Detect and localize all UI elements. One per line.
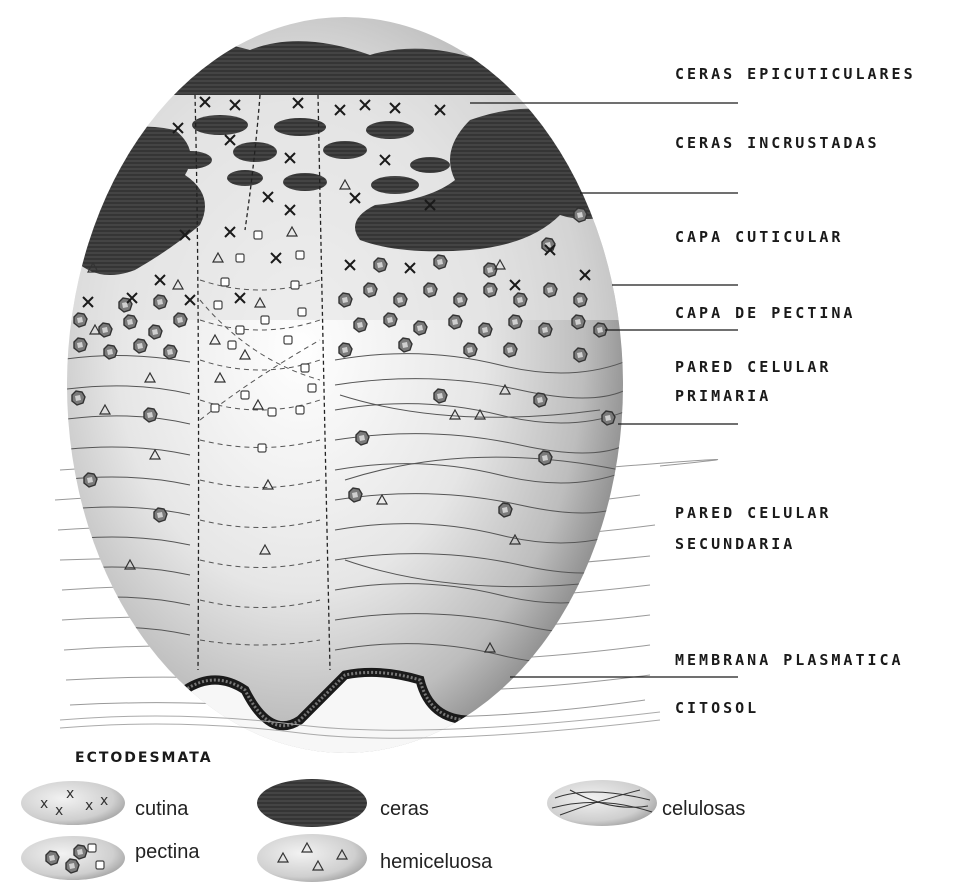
- legend-cutina: xxx xx cutina: [21, 781, 189, 825]
- svg-text:x: x: [85, 798, 93, 814]
- svg-text:x: x: [55, 803, 63, 819]
- legend-ceras-label: ceras: [380, 798, 429, 820]
- legend-pectina: pectina: [21, 836, 200, 880]
- label-membrana-plasmatica: MEMBRANA PLASMATICA: [675, 651, 904, 669]
- label-pared-primaria-line2: PRIMARIA: [675, 387, 771, 405]
- label-ceras-incrustadas: CERAS INCRUSTADAS: [675, 134, 880, 152]
- label-pared-primaria-line1: PARED CELULAR: [675, 358, 831, 376]
- legend-cutina-label: cutina: [135, 798, 189, 820]
- label-pared-secundaria-line1: PARED CELULAR: [675, 504, 831, 522]
- legend-ceras-swatch: [257, 779, 367, 827]
- label-citosol: CITOSOL: [675, 699, 759, 717]
- label-ceras-epicuticulares: CERAS EPICUTICULARES: [675, 65, 916, 83]
- label-capa-cuticular: CAPA CUTICULAR: [675, 228, 843, 246]
- svg-text:x: x: [66, 786, 74, 802]
- legend-celulosas: celulosas: [547, 780, 745, 826]
- legend-hemiceluosa-label: hemiceluosa: [380, 851, 493, 873]
- legend: xxx xx cutina ceras celulosas pectina: [21, 779, 745, 882]
- legend-pectina-label: pectina: [135, 841, 200, 863]
- legend-celulosas-label: celulosas: [662, 798, 745, 820]
- legend-hemiceluosa: hemiceluosa: [257, 834, 493, 882]
- legend-ceras: ceras: [257, 779, 429, 827]
- label-pared-secundaria-line2: SECUNDARIA: [675, 535, 795, 553]
- legend-hemiceluosa-swatch: [257, 834, 367, 882]
- legend-pectina-swatch: [21, 836, 125, 880]
- svg-text:x: x: [100, 793, 108, 809]
- label-ectodesmata: ECTODESMATA: [75, 750, 213, 766]
- svg-text:x: x: [40, 796, 48, 812]
- label-capa-de-pectina: CAPA DE PECTINA: [675, 304, 855, 322]
